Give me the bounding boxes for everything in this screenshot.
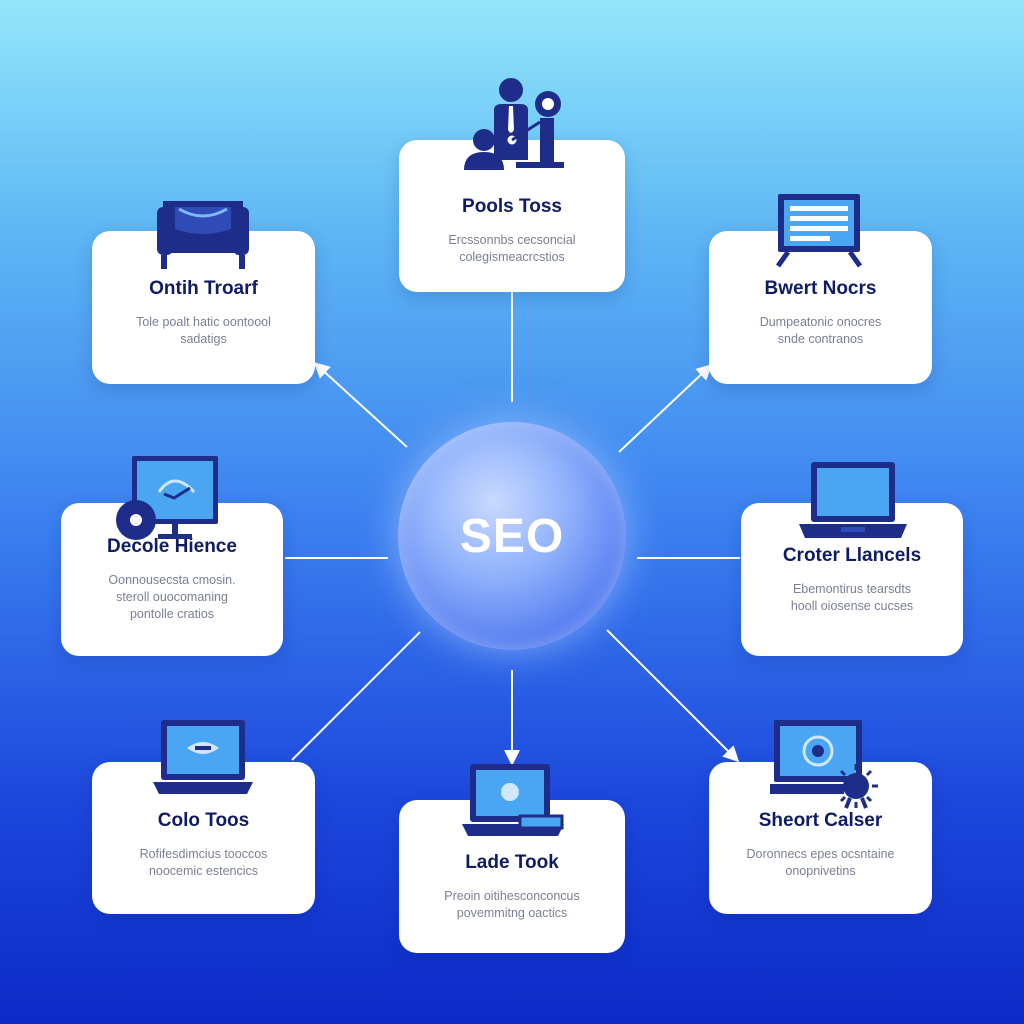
node-title: Croter Llancels [782, 544, 922, 566]
node-card-top-left[interactable]: Ontih Troarf Tole poalt hatic oontoool s… [92, 231, 315, 384]
node-description: Tole poalt hatic oontoool sadatigs [136, 314, 271, 346]
node-description: Preoin oitihesconconcus povemmitng oacti… [444, 888, 580, 920]
node-card-top-right[interactable]: Bwert Nocrs Dumpeatonic onocres snde con… [709, 231, 932, 384]
connector-top-right [618, 363, 713, 453]
monitor-gear-icon [770, 720, 878, 809]
connector-bottom-left [291, 631, 421, 761]
laptop-icon [799, 462, 907, 538]
connector-top-left [313, 361, 408, 448]
node-title: Bwert Nocrs [764, 277, 877, 299]
armchair-icon [157, 201, 249, 269]
node-title: Pools Toss [462, 196, 562, 217]
node-title: Ontih Troarf [149, 277, 258, 299]
node-description: Oonnousecsta cmosin. steroll ouocomaning… [108, 573, 236, 621]
node-title: Decole Hience [107, 536, 237, 557]
seo-hub-label: SEO [459, 509, 565, 563]
laptop-icon [153, 720, 253, 794]
node-title: Lade Took [465, 851, 559, 873]
monitor-disc-icon [116, 456, 218, 540]
connector-bottom-right [606, 629, 740, 763]
node-title: Colo Toos [157, 810, 250, 831]
people-icon [464, 78, 564, 170]
laptop-icon [462, 764, 564, 836]
node-description: Doronnecs epes ocsntaine onopnivetins [746, 847, 895, 878]
node-description: Ebemontirus tearsdts hooll oiosense cucs… [790, 581, 914, 613]
node-card-top[interactable]: Pools Toss Ercssonnbs cecsoncial colegis… [399, 140, 625, 292]
node-description: Rofifesdimcius tooccos noocemic estencic… [139, 847, 268, 878]
node-card-mid-right[interactable]: Croter Llancels Ebemontirus tearsdts hoo… [741, 503, 963, 656]
monitor-icon [775, 194, 863, 268]
seo-hub[interactable]: SEO [398, 422, 626, 650]
node-title: Sheort Calser [758, 810, 883, 831]
node-description: Dumpeatonic onocres snde contranos [759, 314, 882, 346]
node-description: Ercssonnbs cecsoncial colegismeacrcstios [448, 233, 576, 264]
